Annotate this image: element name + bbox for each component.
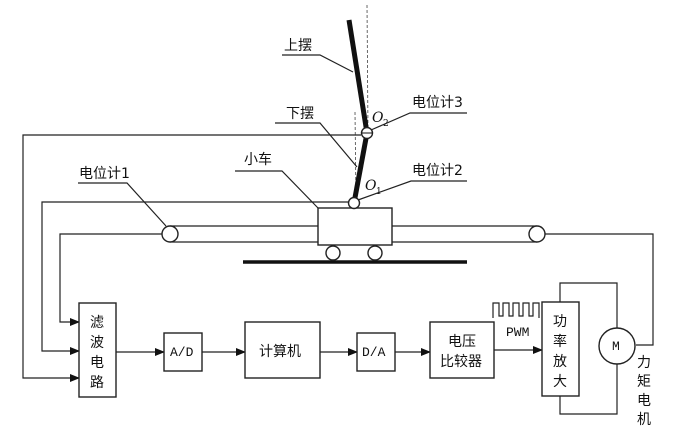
comparator-label-line1: 电压	[448, 334, 476, 350]
pwm-label: PWM	[506, 325, 529, 340]
wire-potentiometer-1	[59, 233, 162, 326]
potentiometer-2-joint	[347, 196, 361, 210]
wire-potentiometer-3	[22, 134, 361, 382]
lower-pendulum-label: 下摆	[286, 106, 314, 122]
motor-label: M	[612, 339, 620, 354]
amplifier-char-4: 大	[553, 374, 567, 390]
adc-label: A/D	[170, 345, 194, 360]
joint-o1-subscript: 1	[376, 187, 382, 197]
leader-cart	[235, 170, 319, 209]
torque-motor-char-3: 电	[637, 393, 651, 409]
cart	[317, 207, 393, 246]
pwm-waveform	[492, 302, 540, 318]
torque-motor-char-2: 矩	[637, 374, 651, 390]
wire-amplifier-to-motor-top	[559, 282, 618, 328]
upper-pendulum-rod	[346, 19, 370, 134]
cart-label: 小车	[244, 151, 272, 168]
leader-upper-pendulum	[282, 54, 354, 73]
amplifier-char-3: 放	[553, 354, 567, 370]
torque-motor	[598, 327, 636, 365]
leader-potentiometer-3	[370, 112, 467, 131]
amplifier-char-1: 功	[553, 314, 567, 330]
leader-lower-pendulum	[275, 122, 358, 168]
voltage-comparator-block	[429, 321, 495, 379]
computer-block	[244, 321, 321, 379]
lower-pendulum-rod	[351, 132, 370, 204]
filter-char-1: 滤	[90, 315, 104, 331]
filter-circuit-block	[78, 302, 117, 398]
cart-wheel-left	[325, 245, 341, 261]
potentiometer-1-label: 电位计1	[79, 166, 130, 182]
comparator-label-line2: 比较器	[440, 354, 482, 370]
adc-block	[163, 332, 203, 372]
wire-motor-to-pulley	[545, 233, 654, 346]
joint-o2-label: O	[372, 110, 384, 126]
filter-char-4: 路	[90, 375, 104, 391]
torque-motor-char-4: 机	[637, 412, 651, 428]
computer-label: 计算机	[259, 344, 301, 360]
wire-amplifier-to-motor-bottom	[559, 364, 618, 415]
upper-pendulum-label: 上摆	[284, 38, 312, 54]
wire-potentiometer-2	[41, 201, 348, 355]
leader-potentiometer-2	[357, 180, 467, 201]
leader-potentiometer-1	[78, 182, 167, 227]
right-pulley	[528, 225, 546, 243]
cart-wheel-right	[367, 245, 383, 261]
filter-char-2: 波	[90, 335, 104, 351]
potentiometer-2-label: 电位计2	[412, 163, 463, 179]
potentiometer-3-label: 电位计3	[412, 95, 463, 111]
filter-char-3: 电	[90, 355, 104, 371]
torque-motor-char-1: 力	[637, 355, 651, 371]
joint-o1-label: O	[365, 178, 377, 194]
dac-label: D/A	[362, 345, 386, 360]
power-amplifier-block	[541, 301, 580, 397]
joint-o2-subscript: 2	[383, 119, 389, 129]
amplifier-char-2: 率	[553, 333, 567, 350]
vertical-reference-upper	[366, 4, 369, 133]
potentiometer-1-pulley	[161, 225, 179, 243]
